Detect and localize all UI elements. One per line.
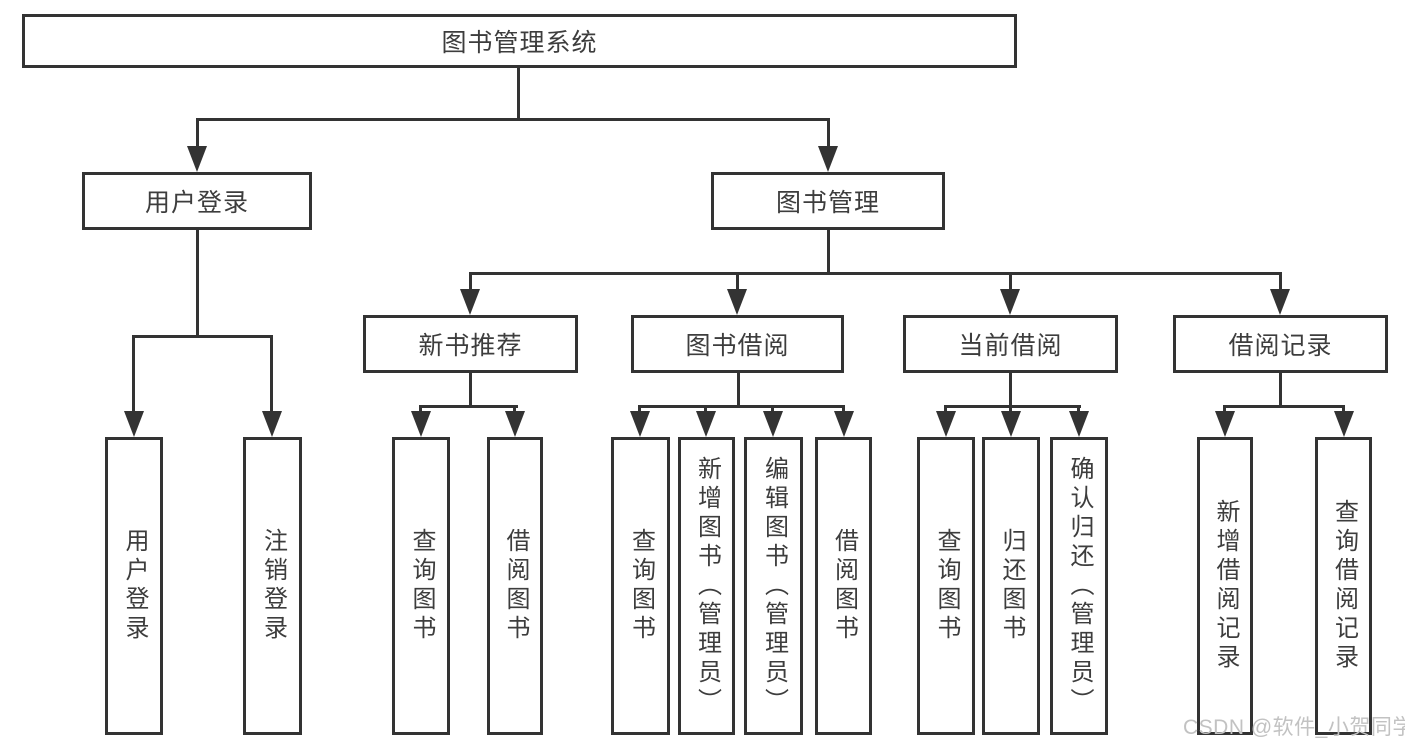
node-user-login: 用户登录 — [82, 172, 312, 230]
node-label: 借阅图书 — [502, 528, 529, 644]
node-label: 编辑图书（管理员） — [760, 455, 788, 717]
arrow-down-icon — [187, 146, 207, 172]
connector-drop-leaf — [1223, 407, 1226, 413]
connector-drop-borrowing-records — [1279, 274, 1282, 290]
node-leaf-query-borrow-record: 查询借阅记录 — [1315, 437, 1372, 735]
arrow-down-icon — [411, 411, 431, 437]
arrow-down-icon — [696, 411, 716, 437]
connector-drop-leaf — [1342, 407, 1345, 413]
node-label: 借阅记录 — [1228, 332, 1333, 360]
node-leaf-logout: 注销登录 — [243, 437, 302, 735]
arrow-down-icon — [727, 289, 747, 315]
arrow-down-icon — [1215, 411, 1235, 437]
arrow-down-icon — [505, 411, 525, 437]
connector-drop-leaf — [270, 337, 273, 411]
node-leaf-query-books-recommend: 查询图书 — [392, 437, 450, 735]
node-new-book-recommend: 新书推荐 — [363, 315, 578, 373]
node-book-borrowing: 图书借阅 — [631, 315, 844, 373]
connector-book-mgmt-stem — [827, 230, 830, 274]
node-borrowing-records: 借阅记录 — [1173, 315, 1388, 373]
connector-drop-user-login — [196, 120, 199, 148]
node-label: 用户登录 — [121, 528, 148, 644]
connector-current-borrowing-bar — [944, 405, 1081, 408]
node-label: 新增图书（管理员） — [693, 455, 721, 717]
connector-book-borrowing-stem — [737, 373, 740, 407]
connector-borrowing-records-bar — [1223, 405, 1345, 408]
node-label: 用户登录 — [144, 189, 249, 217]
arrow-down-icon — [1000, 289, 1020, 315]
connector-user-login-stem — [196, 230, 199, 337]
connector-drop-leaf — [132, 337, 135, 411]
arrow-down-icon — [1001, 411, 1021, 437]
arrow-down-icon — [818, 146, 838, 172]
node-label: 查询借阅记录 — [1330, 499, 1358, 673]
node-label: 查询图书 — [408, 528, 435, 644]
node-label: 新书推荐 — [418, 332, 523, 360]
node-leaf-query-books-borrowing: 查询图书 — [611, 437, 670, 735]
connector-root-bar — [196, 118, 830, 121]
arrow-down-icon — [936, 411, 956, 437]
arrow-down-icon — [124, 411, 144, 437]
node-label: 查询图书 — [933, 528, 960, 644]
node-label: 当前借阅 — [958, 332, 1063, 360]
node-leaf-edit-book-admin: 编辑图书（管理员） — [744, 437, 803, 735]
arrow-down-icon — [460, 289, 480, 315]
node-label: 查询图书 — [627, 528, 655, 644]
connector-drop-leaf — [1009, 407, 1012, 413]
node-leaf-borrow-books: 借阅图书 — [815, 437, 872, 735]
node-leaf-borrow-books-recommend: 借阅图书 — [487, 437, 543, 735]
connector-drop-leaf — [1077, 407, 1080, 413]
arrow-down-icon — [1069, 411, 1089, 437]
connector-root-stem — [517, 68, 520, 120]
node-label: 图书管理 — [775, 189, 880, 217]
node-leaf-user-login: 用户登录 — [105, 437, 163, 735]
connector-drop-current-borrowing — [1009, 274, 1012, 290]
arrow-down-icon — [1334, 411, 1354, 437]
node-leaf-add-book-admin: 新增图书（管理员） — [678, 437, 735, 735]
connector-drop-leaf — [638, 407, 641, 413]
arrow-down-icon — [630, 411, 650, 437]
connector-drop-leaf — [842, 407, 845, 413]
connector-book-mgmt-bar — [469, 272, 1282, 275]
connector-user-login-bar — [132, 335, 273, 338]
arrow-down-icon — [262, 411, 282, 437]
node-label: 注销登录 — [259, 528, 287, 644]
connector-drop-leaf — [704, 407, 707, 413]
connector-drop-leaf — [944, 407, 947, 413]
connector-drop-leaf — [771, 407, 774, 413]
arrow-down-icon — [1270, 289, 1290, 315]
node-label: 图书管理系统 — [441, 29, 598, 57]
node-label: 图书借阅 — [685, 332, 790, 360]
connector-borrowing-records-stem — [1279, 373, 1282, 407]
node-leaf-confirm-return-admin: 确认归还（管理员） — [1050, 437, 1108, 735]
connector-drop-book-management — [827, 120, 830, 148]
connector-drop-new-book — [469, 274, 472, 290]
arrow-down-icon — [834, 411, 854, 437]
connector-new-book-bar — [419, 405, 518, 408]
node-leaf-query-books-current: 查询图书 — [917, 437, 975, 735]
csdn-watermark: CSDN @软件_小贺同学 — [1183, 716, 1405, 739]
node-library-management-system: 图书管理系统 — [22, 14, 1017, 68]
connector-new-book-stem — [469, 373, 472, 407]
node-current-borrowing: 当前借阅 — [903, 315, 1118, 373]
node-label: 新增借阅记录 — [1212, 499, 1239, 673]
node-leaf-return-book: 归还图书 — [982, 437, 1040, 735]
connector-current-borrowing-stem — [1009, 373, 1012, 407]
node-leaf-add-borrow-record: 新增借阅记录 — [1197, 437, 1253, 735]
connector-book-borrowing-bar — [638, 405, 845, 408]
connector-drop-book-borrowing — [736, 274, 739, 290]
node-label: 归还图书 — [998, 528, 1025, 644]
node-label: 借阅图书 — [830, 528, 858, 644]
arrow-down-icon — [763, 411, 783, 437]
node-book-management: 图书管理 — [711, 172, 945, 230]
node-label: 确认归还（管理员） — [1066, 455, 1093, 717]
connector-drop-leaf — [513, 407, 516, 413]
connector-drop-leaf — [419, 407, 422, 413]
